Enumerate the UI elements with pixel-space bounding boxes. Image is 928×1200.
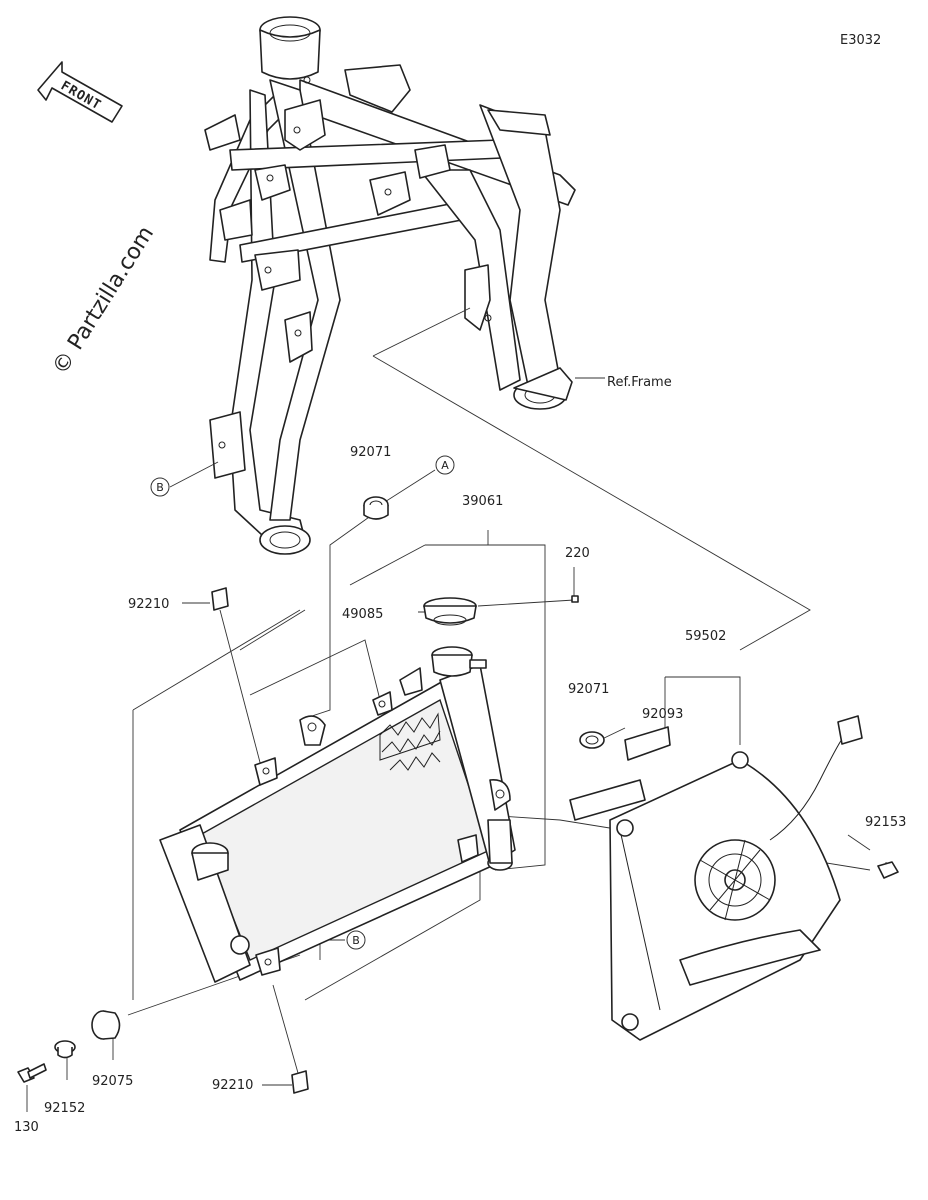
label-ref-frame: Ref.Frame [607, 375, 672, 390]
nut-92210-top [211, 587, 229, 611]
callout-a: A [435, 455, 455, 475]
svg-text:B: B [352, 934, 360, 947]
front-arrow-icon: FRONT [37, 61, 123, 123]
bolt-220 [571, 595, 579, 603]
label-92075: 92075 [92, 1074, 133, 1089]
label-92153: 92153 [865, 815, 906, 830]
grommet-92075 [91, 1010, 121, 1040]
svg-text:A: A [441, 459, 449, 472]
bolt-130 [17, 1063, 47, 1083]
callout-b-top: B [150, 477, 170, 497]
label-59502: 59502 [685, 629, 726, 644]
motorcycle-frame [204, 16, 576, 555]
label-220: 220 [565, 546, 590, 561]
label-92071-top: 92071 [350, 445, 391, 460]
grommet-92071-top [363, 496, 389, 520]
collar-92152 [54, 1040, 76, 1059]
radiator [159, 664, 516, 983]
leader-lines [26, 307, 887, 1112]
label-92152: 92152 [44, 1101, 85, 1116]
fan-assembly [569, 715, 863, 1041]
filler-neck [431, 646, 487, 677]
callout-b-bottom: B [346, 930, 366, 950]
label-130: 130 [14, 1120, 39, 1135]
radiator-cap [423, 597, 477, 626]
bolt-92153 [877, 861, 899, 879]
grommet-92071-mid [579, 731, 605, 749]
label-49085: 49085 [342, 607, 383, 622]
diagram-code: E3032 [840, 33, 881, 48]
label-92071-mid: 92071 [568, 682, 609, 697]
label-92210-top: 92210 [128, 597, 169, 612]
label-92210-bot: 92210 [212, 1078, 253, 1093]
nut-92210-bot [291, 1070, 309, 1094]
label-39061: 39061 [462, 494, 503, 509]
svg-text:B: B [156, 481, 164, 494]
label-92093: 92093 [642, 707, 683, 722]
watermark: © Partzilla.com [48, 222, 159, 379]
